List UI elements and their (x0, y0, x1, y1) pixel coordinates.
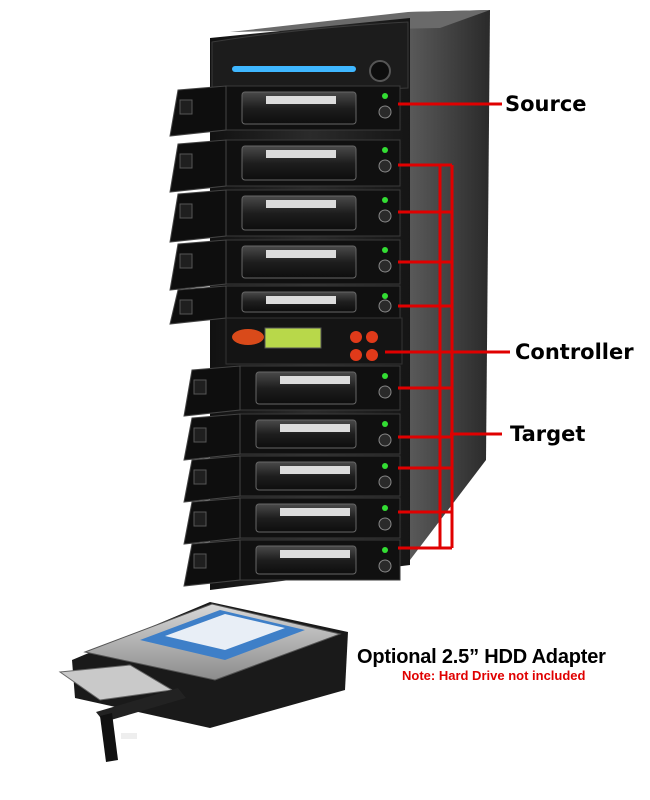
key-lock-icon[interactable] (378, 517, 392, 531)
drive-barcode (266, 150, 336, 158)
drive-barcode (266, 200, 336, 208)
key-lock-icon[interactable] (378, 259, 392, 273)
power-button[interactable] (369, 60, 391, 82)
callout-lines (385, 102, 510, 550)
target-bay-2[interactable] (169, 189, 401, 243)
tray-handle[interactable] (169, 285, 227, 325)
blue-light-strip (232, 66, 356, 72)
drive-barcode (280, 550, 350, 558)
tray-handle[interactable] (183, 365, 241, 417)
adapter-handle[interactable] (96, 688, 186, 722)
down-button[interactable] (350, 349, 362, 361)
adapter-title: Optional 2.5” HDD Adapter (357, 646, 606, 668)
drive-barcode (280, 424, 350, 432)
status-led (382, 93, 388, 99)
controller-label: Controller (515, 340, 634, 364)
drive-bays (169, 85, 401, 587)
status-led (382, 373, 388, 379)
tray-handle[interactable] (169, 189, 227, 243)
drive-label-sticker (165, 614, 285, 650)
status-led (382, 247, 388, 253)
top-bezel (211, 21, 409, 97)
tower-side-panel (408, 10, 490, 560)
tray-handle[interactable] (183, 497, 241, 545)
drive-barcode (266, 250, 336, 258)
ok-button[interactable] (366, 331, 378, 343)
handle-latch (179, 203, 193, 219)
target-bay-7[interactable] (183, 455, 401, 503)
adapter-note: Note: Hard Drive not included (402, 668, 586, 683)
target-bay-6[interactable] (183, 413, 401, 461)
target-bay-4[interactable] (169, 285, 401, 325)
target-bay-8[interactable] (183, 497, 401, 545)
handle-latch (179, 153, 193, 169)
target-bay-9[interactable] (183, 539, 401, 587)
key-lock-icon[interactable] (378, 433, 392, 447)
source-label: Source (505, 92, 587, 116)
key-lock-icon[interactable] (378, 105, 392, 119)
status-led (382, 293, 388, 299)
drive-barcode (266, 296, 336, 304)
key-lock-icon[interactable] (378, 559, 392, 573)
adapter-lever[interactable] (100, 713, 118, 762)
source-bay[interactable] (169, 85, 401, 137)
tray-handle[interactable] (183, 539, 241, 587)
tower-top (230, 10, 490, 32)
key-lock-icon[interactable] (378, 209, 392, 223)
key-lock-icon[interactable] (378, 159, 392, 173)
drive-barcode (266, 96, 336, 104)
status-led (382, 547, 388, 553)
handle-latch (179, 299, 193, 315)
handle-latch (193, 379, 207, 395)
target-bay-1[interactable] (169, 139, 401, 193)
tray-handle[interactable] (169, 239, 227, 291)
key-lock-icon[interactable] (378, 475, 392, 489)
status-led (382, 197, 388, 203)
handle-label (121, 733, 137, 739)
tray-handle[interactable] (169, 139, 227, 193)
handle-latch (193, 427, 207, 443)
handle-latch (179, 99, 193, 115)
drive-barcode (280, 376, 350, 384)
status-led (382, 421, 388, 427)
drive-barcode (280, 466, 350, 474)
status-led (382, 147, 388, 153)
tray-handle[interactable] (169, 85, 227, 137)
target-bay-5[interactable] (183, 365, 401, 417)
handle-latch (179, 253, 193, 269)
handle-latch (193, 469, 207, 485)
hdd-adapter (58, 602, 348, 762)
tray-handle[interactable] (183, 413, 241, 461)
brand-logo (232, 329, 264, 345)
controller-panel (225, 317, 403, 365)
key-lock-icon[interactable] (378, 385, 392, 399)
status-led (382, 463, 388, 469)
lcd-display (264, 327, 322, 349)
target-label: Target (510, 422, 586, 446)
esc-button[interactable] (366, 349, 378, 361)
handle-latch (193, 511, 207, 527)
target-bay-3[interactable] (169, 239, 401, 291)
key-lock-icon[interactable] (378, 299, 392, 313)
status-led (382, 505, 388, 511)
drive-barcode (280, 508, 350, 516)
handle-latch (193, 553, 207, 569)
up-button[interactable] (350, 331, 362, 343)
tray-handle[interactable] (183, 455, 241, 503)
